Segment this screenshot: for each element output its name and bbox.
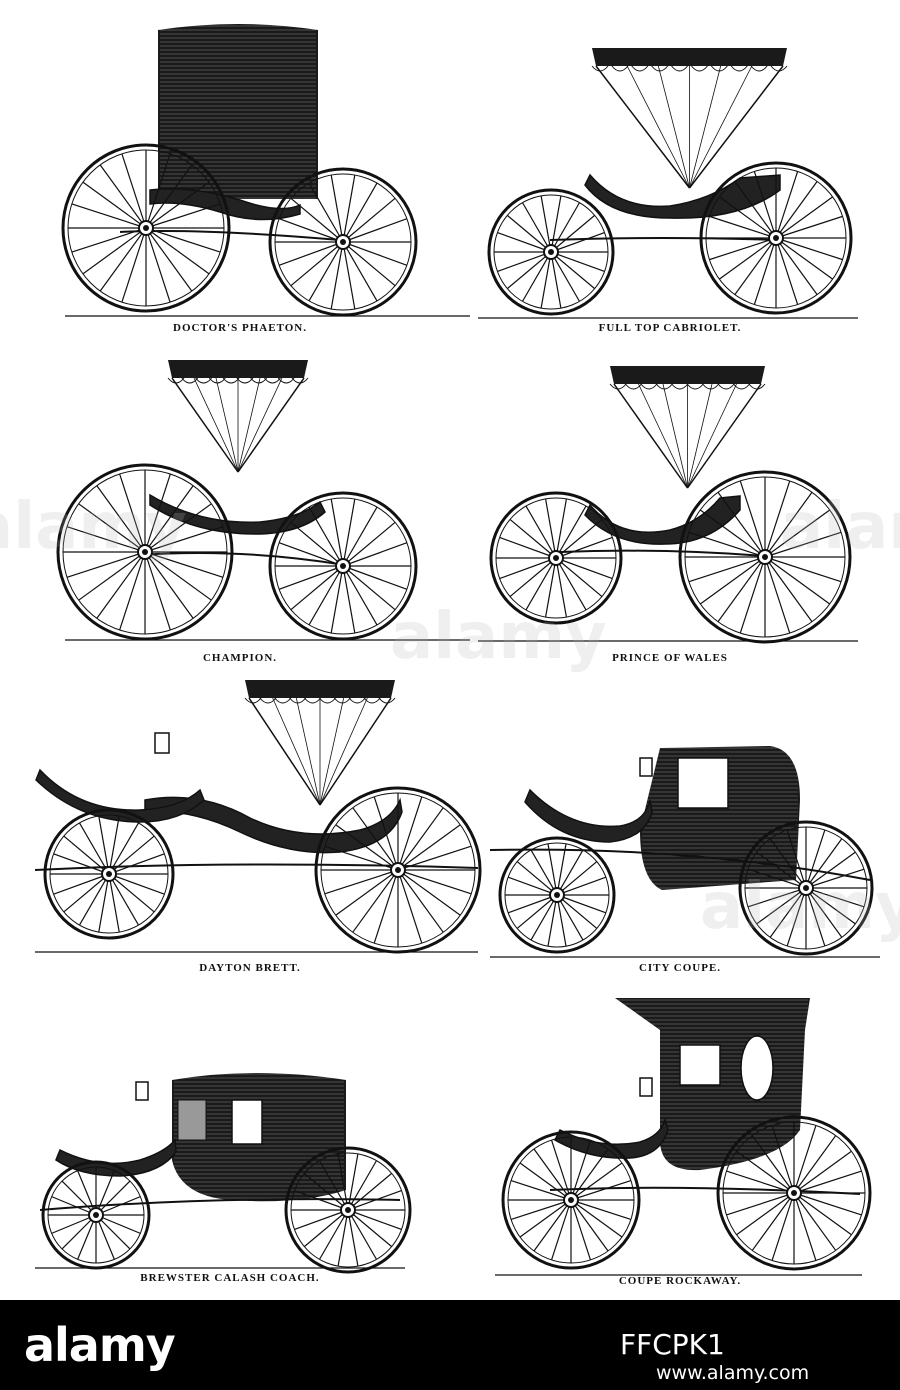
carriage-wheel — [498, 836, 616, 954]
carriage-hood — [244, 680, 396, 806]
carriage-wheel — [678, 470, 852, 644]
carriage-wheel — [487, 188, 615, 316]
coupe-cab — [640, 746, 800, 890]
lantern-icon — [135, 1081, 149, 1101]
caption-champion: CHAMPION. — [202, 652, 278, 664]
engraving-plate: DOCTOR'S PHAETON. FULL TOP CABRIOLET. CH… — [34, 24, 880, 1287]
carriage-body — [55, 1138, 177, 1177]
coach-cab — [172, 1073, 346, 1202]
carriage-wheel — [284, 1146, 412, 1274]
carriage-hood — [158, 24, 318, 199]
carriage-body — [524, 788, 653, 843]
carriage-frame — [489, 848, 871, 881]
carriage-wheel — [268, 167, 418, 317]
caption-doctors-phaeton: DOCTOR'S PHAETON. — [173, 322, 307, 334]
carriage-hood — [609, 366, 766, 489]
carriage-wheel — [738, 820, 874, 956]
carriage-frame — [139, 551, 346, 566]
lantern-icon — [639, 1077, 653, 1097]
carriage-wheel — [43, 808, 175, 940]
carriage-body — [584, 173, 781, 219]
caption-coupe-rockaway: COUPE ROCKAWAY. — [618, 1275, 742, 1287]
carriage-wheel — [268, 491, 418, 641]
stock-url-label: www.alamy.com — [656, 1362, 810, 1384]
lantern-icon — [154, 732, 170, 754]
carriage-body — [584, 495, 741, 545]
stock-footer-bar: alamy FFCPK1 www.alamy.com — [0, 1300, 900, 1390]
carriage-hood — [591, 48, 788, 189]
caption-city-coupe: CITY COUPE. — [638, 962, 722, 974]
carriage-frame — [549, 237, 781, 241]
caption-full-top-cabriolet: FULL TOP CABRIOLET. — [598, 322, 742, 334]
carriage-illustrations — [34, 24, 880, 1276]
carriage-frame — [559, 549, 766, 557]
carriage-wheel — [501, 1130, 641, 1270]
carriage-hood — [167, 360, 309, 473]
carriage-wheel — [41, 1160, 151, 1270]
carriage-frame — [549, 1186, 861, 1195]
carriage-body — [554, 1117, 669, 1159]
carriage-wheel — [716, 1115, 872, 1271]
carriage-wheel — [314, 786, 482, 954]
carriage-body — [35, 768, 205, 823]
caption-prince-of-wales: PRINCE OF WALES — [612, 652, 728, 664]
caption-dayton-brett: DAYTON BRETT. — [199, 962, 301, 974]
carriage-wheel — [489, 491, 623, 625]
carriage-wheel — [699, 161, 853, 315]
carriage-wheel — [61, 143, 231, 313]
carriage-wheel — [56, 463, 234, 641]
image-id-label: FFCPK1 — [620, 1328, 725, 1361]
carriage-body — [144, 796, 403, 854]
lantern-icon — [639, 757, 653, 777]
caption-brewster-calash-coach: BREWSTER CALASH COACH. — [140, 1272, 320, 1284]
stock-logo: alamy — [24, 1318, 176, 1372]
